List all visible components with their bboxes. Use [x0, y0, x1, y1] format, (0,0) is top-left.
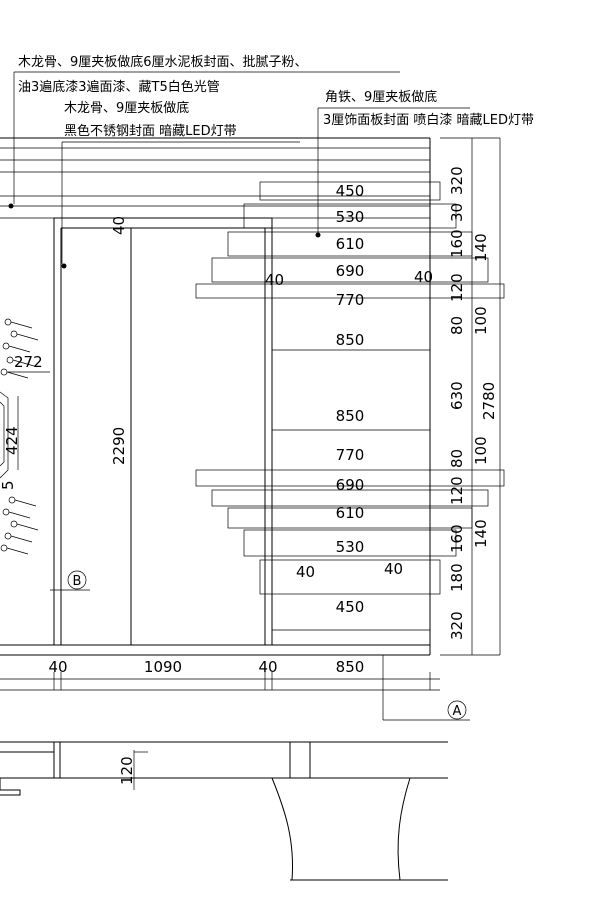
dim-bottom-850: 850 — [336, 658, 365, 676]
decor-dot — [6, 356, 14, 364]
niche-step — [259, 181, 441, 201]
left-decor-panel — [0, 318, 50, 555]
decor-line — [6, 371, 29, 379]
dim-bot-610: 610 — [336, 504, 365, 522]
niche-step — [243, 529, 457, 557]
dim-top-450: 450 — [336, 182, 365, 200]
marker-a-label: A — [453, 704, 462, 719]
dim-left-424: 424 — [3, 426, 21, 455]
dim-right-overall: 2780 — [480, 382, 498, 420]
decor-dot — [0, 368, 8, 376]
dim-bottom-40-a: 40 — [48, 658, 67, 676]
dim-right-140-bot: 140 — [472, 519, 490, 548]
dim-door-top-40: 40 — [110, 216, 128, 235]
note-right-1: 角铁、9厘夹板做底 — [325, 89, 437, 105]
dim-bottom-1090: 1090 — [144, 658, 182, 676]
dim-right-160-top: 160 — [448, 229, 466, 258]
decor-dot — [4, 532, 12, 540]
decor-dot — [2, 508, 10, 516]
dim-bottom-40-b: 40 — [258, 658, 277, 676]
dim-door-height: 2290 — [110, 427, 128, 465]
marker-b-label: B — [73, 574, 82, 589]
dim-right-120-bot: 120 — [448, 476, 466, 505]
decor-dot — [0, 544, 8, 552]
niche-step — [259, 559, 441, 595]
dim-top-850: 850 — [336, 331, 365, 349]
niche-steps-top — [195, 181, 505, 299]
dim-right-630: 630 — [448, 381, 466, 410]
dim-right-30: 30 — [448, 203, 466, 222]
niche-middle — [272, 349, 430, 631]
decor-line — [8, 345, 31, 353]
decor-dot — [10, 520, 18, 528]
dim-right-80-bot: 80 — [448, 449, 466, 468]
bottom-width-labels: 850 770 690 610 530 450 — [336, 407, 365, 616]
note-leaders — [8, 71, 470, 269]
dim-right-320-bot: 320 — [448, 611, 466, 640]
elevation-frame — [0, 137, 431, 656]
dim-bot-450: 450 — [336, 598, 365, 616]
dim-right-100-top: 100 — [472, 306, 490, 335]
niche-step — [211, 257, 489, 283]
decor-line — [10, 321, 33, 329]
dim-bot-690: 690 — [336, 476, 365, 494]
dim-right-120-top: 120 — [448, 273, 466, 302]
note-line-3: 木龙骨、9厘夹板做底 — [64, 100, 189, 116]
niche-step — [195, 283, 505, 299]
decor-line — [10, 535, 33, 543]
decor-line — [12, 359, 35, 367]
dim-bot-530: 530 — [336, 538, 365, 556]
dim-side-40-left-top: 40 — [265, 271, 284, 289]
decor-dot — [10, 330, 18, 338]
dim-right-100-bot: 100 — [472, 436, 490, 465]
decor-line — [16, 333, 39, 341]
bottom-section-view — [0, 741, 448, 881]
niche-step — [195, 469, 505, 487]
dim-right-140-top: 140 — [472, 233, 490, 262]
section-marker-a: A — [382, 655, 470, 721]
dim-bot-850: 850 — [336, 407, 365, 425]
decor-line — [16, 523, 39, 531]
right-dimension-column — [440, 137, 501, 656]
dim-right-80-top: 80 — [448, 316, 466, 335]
dim-side-40-left-bot: 40 — [296, 563, 315, 581]
decor-dot — [4, 318, 12, 326]
dim-left-5: 5 — [0, 480, 17, 490]
dim-section-120: 120 — [118, 756, 136, 785]
decor-line — [14, 499, 37, 507]
note-right-2: 3厘饰面板封面 喷白漆 暗藏LED灯带 — [323, 112, 534, 128]
note-line-1: 木龙骨、9厘夹板做底6厘水泥板封面、批腻子粉、 — [18, 54, 308, 70]
dim-top-770: 770 — [336, 291, 365, 309]
dim-right-320-top: 320 — [448, 166, 466, 195]
dim-top-610: 610 — [336, 235, 365, 253]
decor-line — [8, 511, 31, 519]
dim-right-180: 180 — [448, 563, 466, 592]
dim-right-160-bot: 160 — [448, 524, 466, 553]
top-width-labels: 450 530 610 690 770 850 — [336, 182, 365, 349]
bottom-dimension-row: 40 1090 40 850 — [0, 658, 440, 691]
decor-line — [6, 547, 29, 555]
section-marker-b: B — [50, 570, 90, 591]
niche-step — [243, 203, 457, 229]
dim-top-530: 530 — [336, 208, 365, 226]
decor-dot — [2, 342, 10, 350]
note-line-2: 油3遍底漆3遍面漆、藏T5白色光管 — [18, 79, 220, 95]
decor-dot — [8, 496, 16, 504]
dim-bot-770: 770 — [336, 446, 365, 464]
niche-step — [211, 489, 489, 507]
dim-left-272: 272 — [14, 353, 43, 371]
note-line-4: 黑色不锈钢封面 暗藏LED灯带 — [64, 123, 237, 139]
dim-top-690: 690 — [336, 262, 365, 280]
dim-side-40-right-top: 40 — [414, 268, 433, 286]
dim-side-40-right-bot: 40 — [384, 560, 403, 578]
